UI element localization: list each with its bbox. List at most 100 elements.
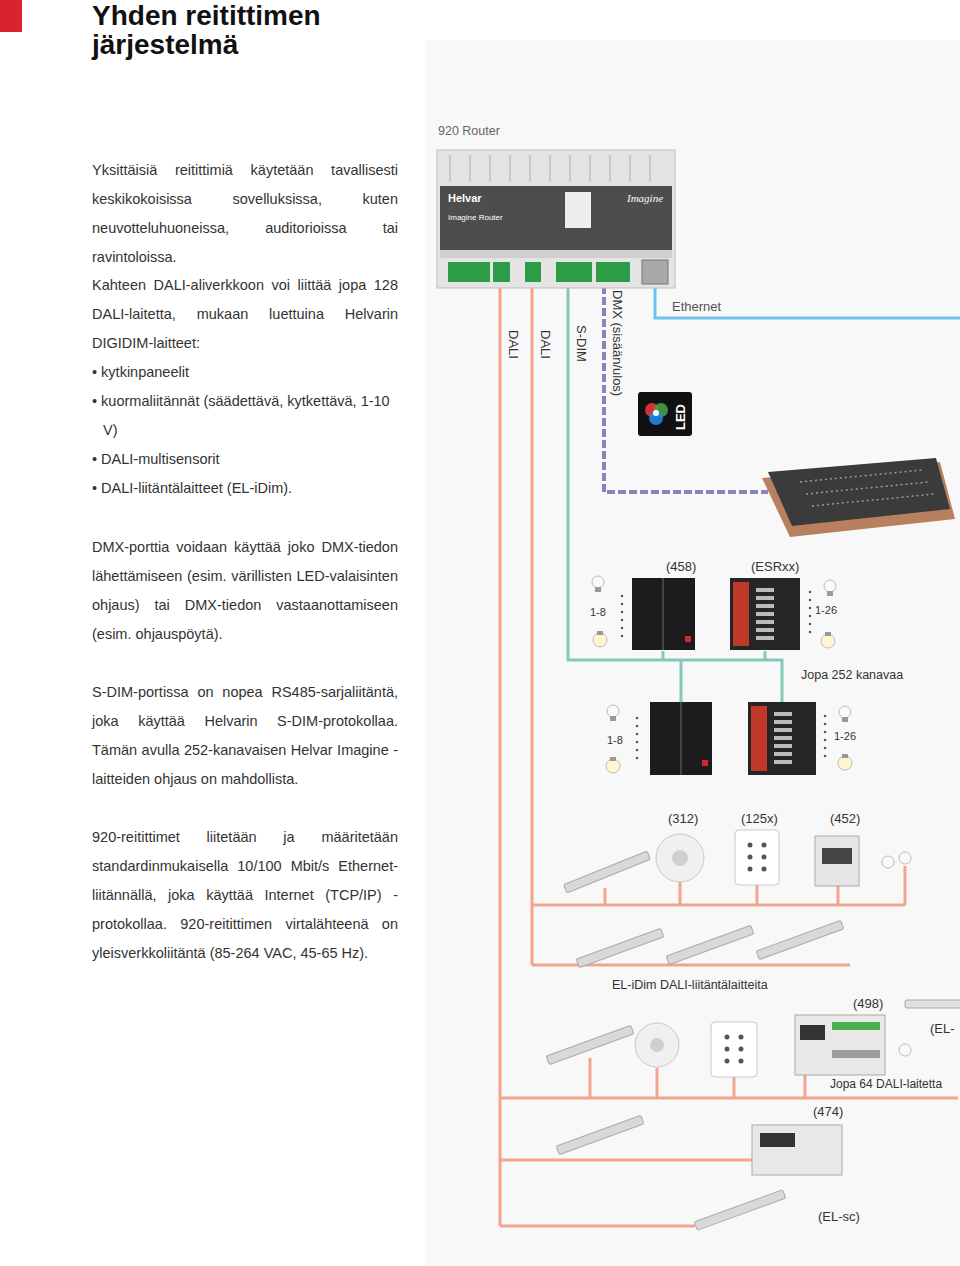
rack-door	[733, 582, 749, 646]
port-label: Ethernet	[672, 299, 721, 315]
bulb	[839, 706, 851, 718]
channel-dots	[622, 592, 825, 764]
bulb	[592, 576, 604, 588]
panel-buttons	[750, 845, 764, 870]
ballast	[666, 925, 754, 964]
body-paragraph: 920-reitittimet liitetään ja määritetään…	[92, 823, 398, 968]
lamp	[899, 1044, 911, 1056]
callout-number: (498)	[853, 996, 883, 1012]
rack-body	[748, 702, 816, 775]
dali-wire	[532, 286, 905, 965]
color-blue	[649, 411, 663, 425]
port-label: S-DIM	[574, 325, 588, 362]
control-module	[752, 1125, 842, 1175]
ballast	[564, 851, 651, 893]
rack-modules	[774, 712, 792, 767]
terminal	[448, 262, 490, 282]
callout-number: (474)	[813, 1104, 843, 1120]
control-desk	[762, 458, 955, 537]
terminal	[596, 262, 630, 282]
switch-panel	[711, 1022, 757, 1077]
rack-seam	[680, 702, 682, 775]
page-title: Yhden reitittimen järjestelmä	[92, 1, 392, 59]
sensor-body	[656, 834, 704, 882]
rack-light	[702, 760, 708, 766]
bulb	[838, 756, 852, 770]
ethernet-jack	[642, 260, 668, 284]
rack-body	[632, 578, 695, 650]
rack-door	[751, 706, 767, 771]
sensor-body	[635, 1023, 679, 1067]
terminal	[525, 262, 541, 282]
channel-range: 1-8	[590, 606, 606, 619]
callout-number: (ESRxx)	[751, 559, 799, 575]
bulb-base	[610, 716, 616, 721]
bullet-item: • kuormaliitännät (säädettävä, kytkettäv…	[92, 387, 398, 445]
callout-number: (EL-	[930, 1021, 955, 1037]
bulb	[593, 633, 607, 647]
switch-panel	[735, 830, 779, 885]
text-column: DMX-porttia voidaan käyttää joko DMX-tie…	[92, 533, 398, 649]
multisensor	[656, 834, 704, 882]
esr-rack	[748, 702, 816, 775]
led-node: LED	[638, 392, 692, 436]
bullet-item: • DALI-multisensorit	[92, 445, 398, 474]
callout-number: (125x)	[741, 811, 778, 827]
multi-module	[795, 1015, 885, 1075]
load-interface	[815, 836, 859, 886]
dali-wire	[500, 286, 958, 1226]
bulb	[606, 759, 620, 773]
module-strip	[832, 1050, 880, 1058]
note: Jopa 252 kanavaa	[801, 668, 903, 683]
lamp	[821, 632, 835, 648]
color-center	[653, 410, 659, 416]
bulb	[882, 856, 894, 868]
router-faceplate	[440, 186, 672, 250]
rack-light	[685, 636, 691, 642]
bulb	[899, 852, 911, 864]
panel-buttons	[727, 1037, 741, 1062]
sensor-lens	[672, 850, 688, 866]
lamp	[593, 631, 607, 647]
bulb-base	[827, 591, 833, 596]
body-paragraph: Yksittäisiä reitittimiä käytetään tavall…	[92, 156, 398, 272]
router-housing	[437, 150, 675, 288]
bulb	[607, 705, 619, 717]
ballast	[556, 1115, 644, 1154]
router-node: 920 RouterHelvarImagine RouterImagine	[437, 124, 675, 288]
rack-body	[730, 578, 800, 650]
body-paragraph: Kahteen DALI-aliverkkoon voi liittää jop…	[92, 271, 398, 358]
callout-number: (EL-sc)	[818, 1209, 860, 1225]
text-column: 920-reitittimet liitetään ja määritetään…	[92, 823, 398, 968]
text-column: S-DIM-portissa on nopea RS485-sarjaliitä…	[92, 678, 398, 794]
port-label: DALI	[506, 330, 520, 359]
backdrop	[425, 40, 960, 1266]
router-ribs	[450, 155, 650, 182]
ballast	[756, 920, 844, 959]
rack-seam	[662, 578, 664, 650]
bulb-base	[842, 754, 848, 758]
bulb-base	[597, 631, 603, 635]
device-heading: 920 Router	[438, 124, 500, 138]
callout-number: (458)	[666, 559, 696, 575]
terminal	[493, 262, 510, 282]
ballast	[905, 1000, 960, 1008]
port-label: DALI	[538, 330, 552, 359]
lamp	[882, 856, 894, 868]
desk-top	[768, 458, 950, 526]
module-body	[815, 836, 859, 886]
lamp	[899, 852, 911, 864]
body-paragraph: DMX-porttia voidaan käyttää joko DMX-tie…	[92, 533, 398, 649]
bulb-base	[842, 717, 848, 722]
lamp	[607, 705, 619, 721]
bulb	[824, 580, 836, 592]
esr-rack	[730, 578, 800, 650]
desk-faders	[800, 470, 934, 506]
note: Jopa 64 DALI-laitetta	[830, 1077, 942, 1091]
bulb	[899, 1044, 911, 1056]
bulb-base	[825, 632, 831, 636]
rack-body	[650, 702, 712, 775]
module-body	[795, 1015, 885, 1075]
brand-name: Helvar	[448, 192, 482, 204]
